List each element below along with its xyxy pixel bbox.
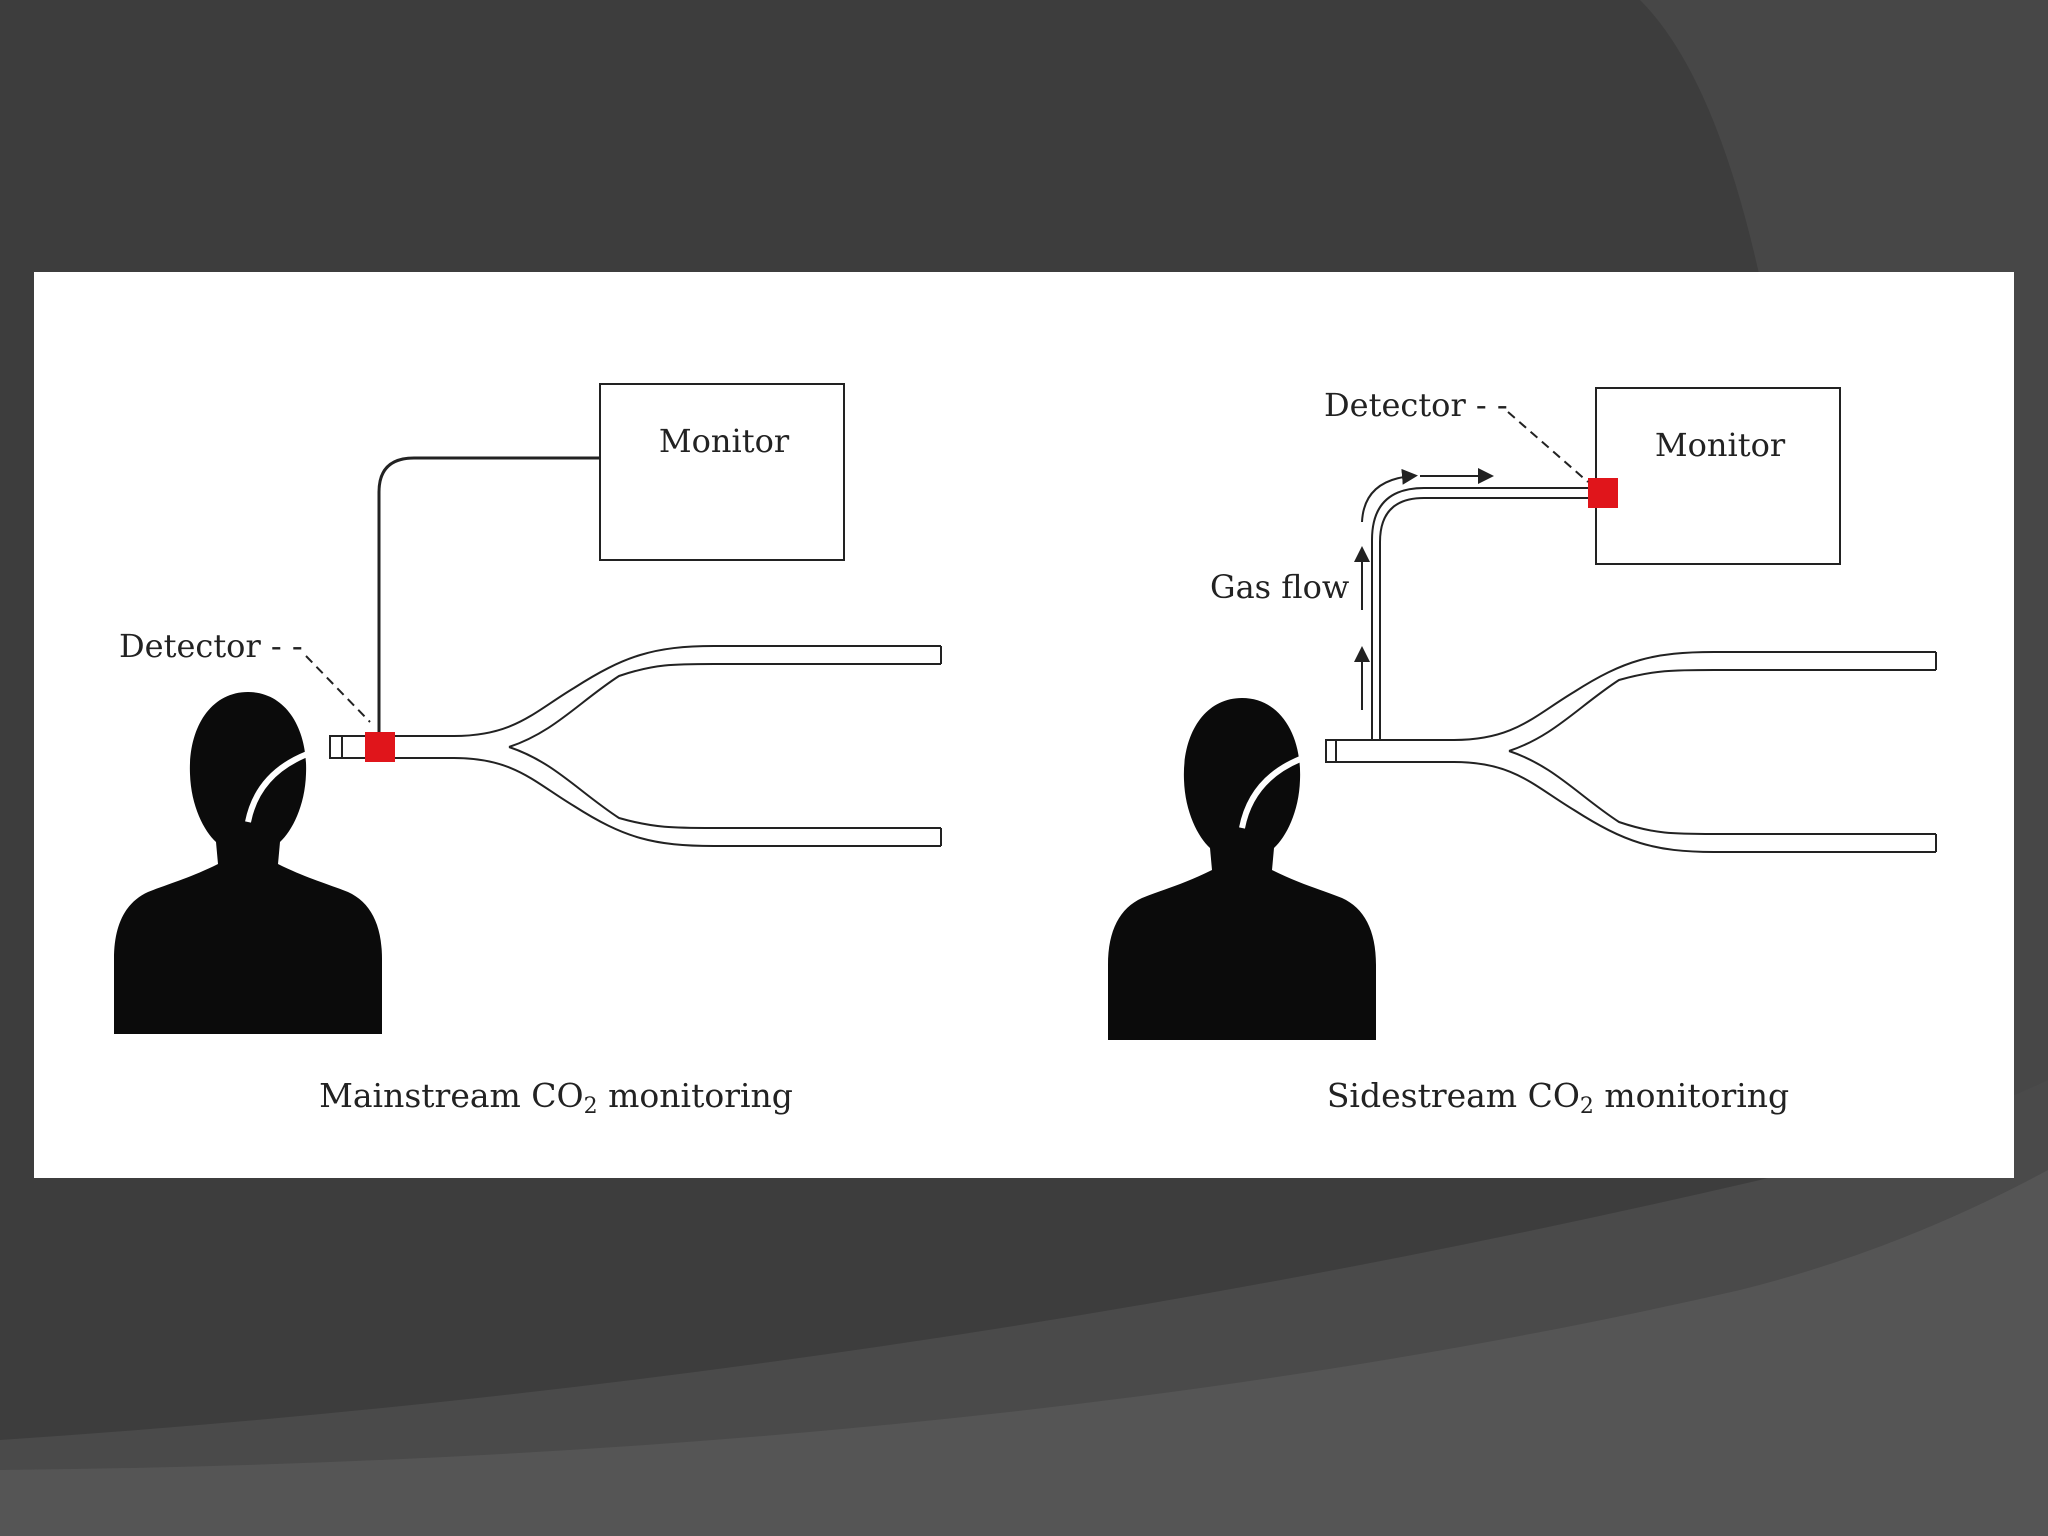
y-branch-upper-outer bbox=[453, 645, 941, 737]
sampling-line-inner bbox=[1379, 497, 1594, 740]
sidestream-caption: Sidestream CO2 monitoring bbox=[1327, 1076, 1789, 1119]
mainstream-detector-label: Detector - - bbox=[119, 627, 303, 665]
airway-connector bbox=[1325, 739, 1337, 763]
capnography-diagram: Monitor Detector - - Mainstream CO2 moni… bbox=[114, 383, 1937, 1119]
y-branch-upper-inner bbox=[1508, 669, 1936, 752]
sidestream-diagram: Monitor Detector - - Gas flow Sidestream… bbox=[1108, 386, 1937, 1119]
airway-connector bbox=[329, 735, 343, 759]
detector-cable bbox=[377, 456, 600, 732]
sampling-line-outer bbox=[1371, 487, 1594, 740]
diagram-panel: Monitor Detector - - Mainstream CO2 moni… bbox=[34, 272, 2014, 1178]
main-tube bbox=[342, 735, 454, 759]
mainstream-diagram: Monitor Detector - - Mainstream CO2 moni… bbox=[114, 383, 942, 1119]
sidestream-detector bbox=[1588, 478, 1618, 508]
sidestream-monitor bbox=[1595, 387, 1841, 565]
arrow-curve-icon bbox=[1361, 468, 1418, 523]
main-tube bbox=[1336, 739, 1454, 763]
mainstream-detector-leader bbox=[305, 655, 371, 723]
y-branch-lower-outer bbox=[453, 757, 941, 847]
y-branch-upper-inner bbox=[508, 663, 941, 748]
y-branch-lower-inner bbox=[1508, 750, 1936, 835]
slide-swoosh-bottom-light bbox=[0, 1170, 2048, 1536]
mainstream-detector bbox=[365, 732, 395, 762]
y-branch-upper-outer bbox=[1453, 651, 1936, 741]
mainstream-monitor bbox=[599, 383, 845, 561]
gas-flow-label: Gas flow bbox=[1210, 568, 1349, 606]
airway-tube bbox=[245, 743, 335, 823]
sidestream-monitor-label: Monitor bbox=[1655, 426, 1786, 464]
sidestream-detector-leader bbox=[1507, 411, 1589, 483]
mainstream-monitor-label: Monitor bbox=[659, 422, 790, 460]
mainstream-caption: Mainstream CO2 monitoring bbox=[319, 1076, 793, 1119]
airway-tube bbox=[1239, 747, 1331, 829]
y-branch-lower-inner bbox=[508, 746, 941, 829]
sidestream-detector-label: Detector - - bbox=[1324, 386, 1508, 424]
y-branch-lower-outer bbox=[1453, 761, 1936, 853]
